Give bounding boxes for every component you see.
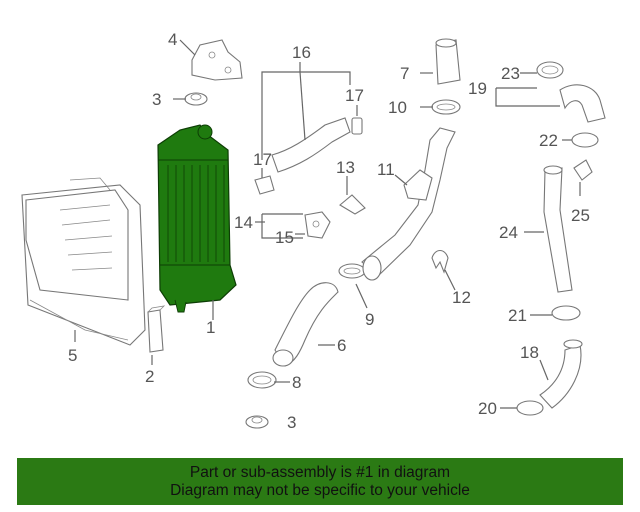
callout-23: 23 — [501, 64, 520, 83]
part-2-pad[interactable] — [147, 305, 166, 353]
callout-25: 25 — [571, 206, 590, 225]
callout-8: 8 — [292, 373, 301, 392]
part-13-bracket[interactable] — [339, 194, 366, 215]
part-14-15-sensor[interactable] — [304, 211, 331, 239]
part-7-boot[interactable] — [435, 38, 461, 85]
part-10-clamp[interactable] — [431, 99, 461, 115]
callout-16: 16 — [292, 43, 311, 62]
callout-17-top: 17 — [345, 86, 364, 105]
callout-24: 24 — [499, 223, 518, 242]
callout-9: 9 — [365, 310, 374, 329]
part-8-clamp[interactable] — [247, 371, 277, 389]
callout-10: 10 — [388, 98, 407, 117]
part-3-grommet-bottom[interactable] — [245, 415, 269, 429]
part-20-clamp[interactable] — [516, 400, 544, 416]
part-6-hose[interactable] — [272, 282, 339, 367]
callout-3-bottom: 3 — [287, 413, 296, 432]
part-5-air-duct[interactable] — [21, 177, 146, 346]
callout-20: 20 — [478, 399, 497, 418]
part-16-hose[interactable] — [271, 117, 351, 173]
callout-15: 15 — [275, 228, 294, 247]
disclaimer-banner: Part or sub-assembly is #1 in diagram Di… — [17, 458, 623, 505]
callout-6: 6 — [337, 336, 346, 355]
part-11-air-pipe[interactable] — [361, 127, 456, 281]
banner-line-2: Diagram may not be specific to your vehi… — [170, 481, 470, 499]
part-17-clamp-b[interactable] — [254, 175, 275, 195]
callout-11: 11 — [377, 160, 395, 179]
part-24-pipe[interactable] — [543, 165, 573, 293]
part-22-clamp[interactable] — [571, 132, 599, 148]
callout-7: 7 — [400, 64, 409, 83]
callout-17-left: 17 — [253, 150, 272, 169]
part-25-sensor[interactable] — [573, 159, 593, 181]
callout-14: 14 — [234, 213, 253, 232]
part-19-elbow-hose[interactable] — [559, 84, 606, 123]
callout-5: 5 — [68, 346, 77, 365]
callout-21: 21 — [508, 306, 527, 325]
callout-22: 22 — [539, 131, 558, 150]
banner-line-1: Part or sub-assembly is #1 in diagram — [189, 463, 451, 481]
part-23-clamp[interactable] — [536, 61, 564, 79]
callout-18: 18 — [520, 343, 539, 362]
callout-13: 13 — [336, 158, 355, 177]
callout-3-top: 3 — [152, 90, 161, 109]
part-12-hose[interactable] — [431, 249, 449, 274]
part-3-grommet-top[interactable] — [184, 92, 208, 106]
part-4-bracket[interactable] — [191, 39, 243, 81]
part-9-clamp[interactable] — [338, 263, 366, 279]
callout-1: 1 — [206, 318, 215, 337]
part-21-clamp[interactable] — [551, 305, 581, 321]
part-17-clamp-a[interactable] — [351, 117, 363, 135]
callout-2: 2 — [145, 367, 154, 386]
leader-lines — [74, 39, 581, 409]
part-18-hose[interactable] — [539, 339, 583, 409]
callout-12: 12 — [452, 288, 471, 307]
callout-19: 19 — [468, 79, 487, 98]
part-1-intercooler[interactable] — [157, 124, 237, 313]
callout-4: 4 — [168, 30, 177, 49]
